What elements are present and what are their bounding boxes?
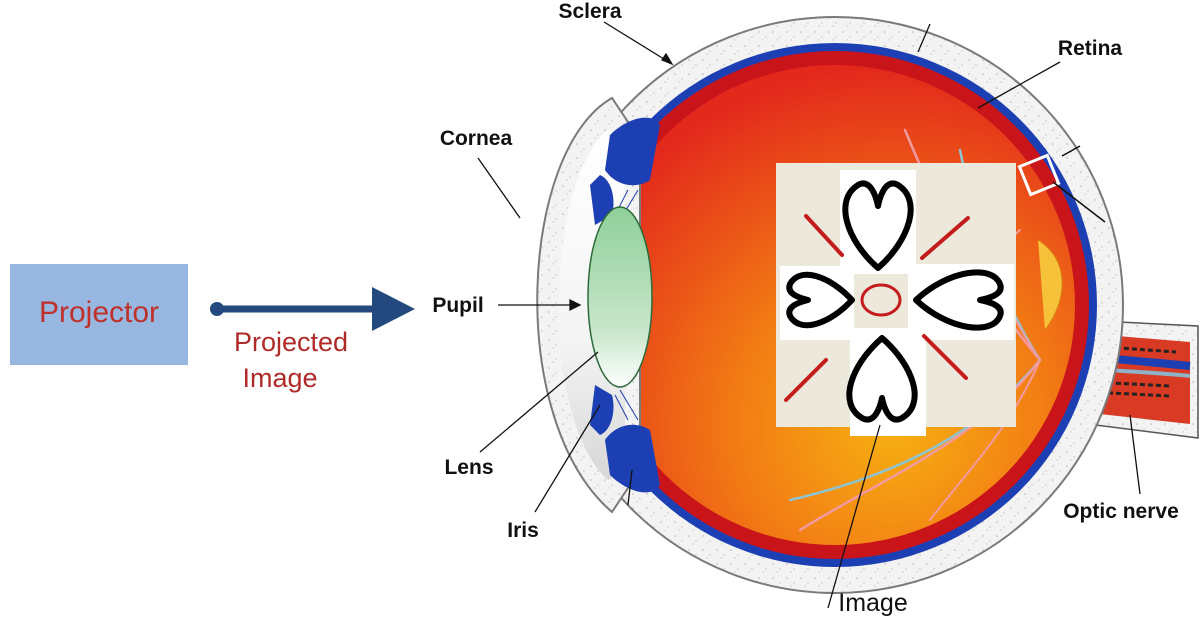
lens-shape <box>587 206 653 388</box>
image-heart-left <box>786 271 855 329</box>
leader-lines <box>477 21 1141 609</box>
iris-shape <box>590 117 660 493</box>
image-red-lines <box>784 214 970 402</box>
label-iris: Iris <box>507 519 539 542</box>
label-retina: Retina <box>1058 37 1123 60</box>
label-cornea: Cornea <box>440 127 513 150</box>
projected-label-line1: Projected <box>234 327 348 357</box>
label-optic-nerve: Optic nerve <box>1063 500 1179 523</box>
projector-box <box>10 264 188 365</box>
image-heart-top <box>842 180 914 271</box>
projected-label-line2: Image <box>242 363 317 393</box>
projection-arrow <box>210 287 415 331</box>
image-heart-bottom <box>846 335 918 423</box>
label-pupil: Pupil <box>432 294 483 317</box>
retinal-image <box>776 163 1016 436</box>
image-center-ring <box>860 283 902 317</box>
image-heart-right <box>913 269 1004 331</box>
label-lens: Lens <box>444 456 493 479</box>
label-sclera: Sclera <box>558 0 621 23</box>
label-image: Image <box>838 589 907 617</box>
projector-label: Projector <box>39 296 159 329</box>
